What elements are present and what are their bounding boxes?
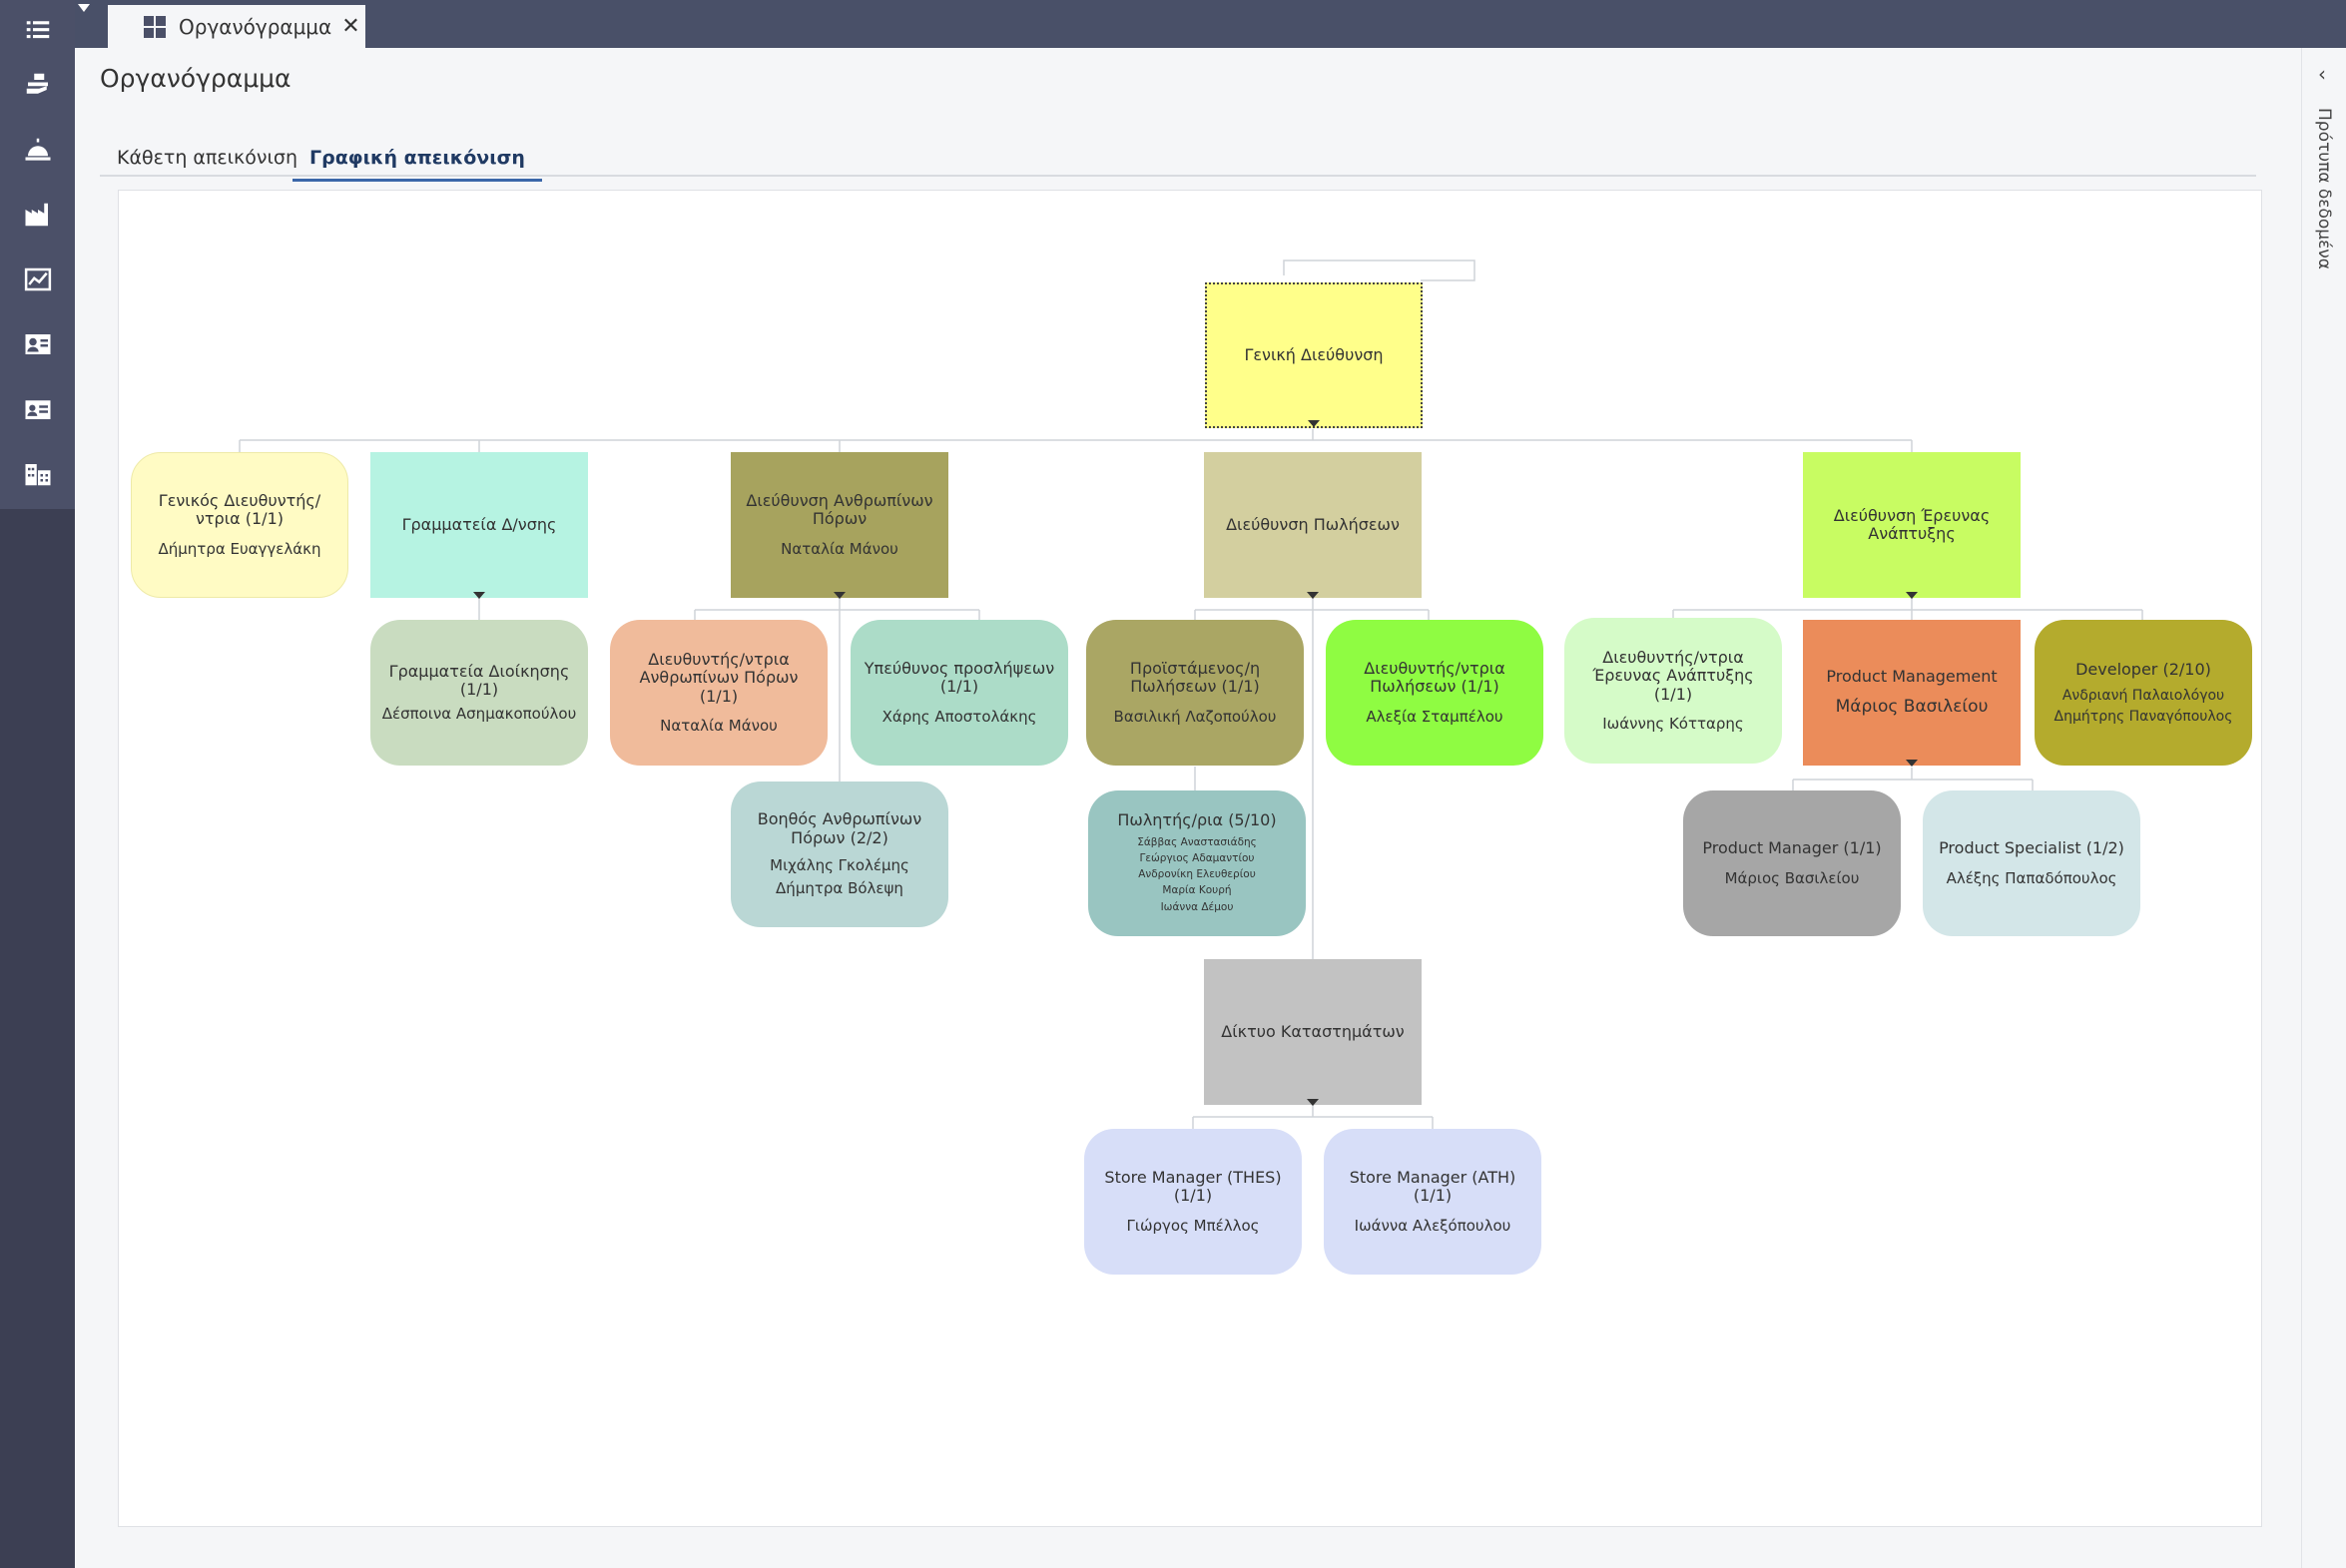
user-card-icon[interactable] (0, 314, 75, 374)
node-title: Διευθυντής/ντρια Έρευνας Ανάπτυξης (1/1) (1592, 647, 1754, 704)
node-title: Διεύθυνση Ανθρωπίνων Πόρων (746, 490, 933, 529)
dashboard-icon (144, 15, 166, 38)
left-navigation-empty (0, 509, 75, 1568)
node-person: Μάριος Βασιλείου (1835, 697, 1989, 718)
node-person: Δήμητρα Ευαγγελάκη (158, 539, 321, 558)
chevron-left-icon[interactable]: ‹ (2318, 62, 2326, 86)
node-person: Γεώργιος Αδαμαντίου (1139, 851, 1255, 864)
factory-icon[interactable] (0, 185, 75, 245)
node-title: Διευθυντής/ντρια Πωλήσεων (1/1) (1364, 658, 1505, 697)
org-node-store-manager-thes[interactable]: Store Manager (THES) (1/1) Γιώργος Μπέλλ… (1084, 1129, 1302, 1275)
node-title: Δίκτυο Καταστημάτων (1221, 1021, 1405, 1041)
org-node-general-director[interactable]: Γενικός Διευθυντής/ντρια (1/1) Δήμητρα Ε… (131, 452, 348, 598)
org-node-salesperson[interactable]: Πωλητής/ρια (5/10) Σάββας Αναστασιάδης Γ… (1088, 790, 1306, 936)
node-person: Βασιλική Λαζοπούλου (1113, 707, 1277, 726)
expand-arrow-icon[interactable] (834, 592, 846, 599)
node-person: Αλέξης Παπαδόπουλος (1946, 868, 2117, 887)
org-node-general-management[interactable]: Γενική Διεύθυνση (1205, 282, 1423, 428)
org-chart-canvas[interactable]: Γενική Διεύθυνση Γενικός Διευθυντής/ντρι… (118, 190, 2262, 1527)
node-person: Αλεξία Σταμπέλου (1366, 707, 1503, 726)
service-bell-icon[interactable] (0, 120, 75, 180)
document-tab-label: Οργανόγραμμα (179, 14, 332, 39)
expand-arrow-icon[interactable] (1308, 420, 1320, 427)
node-title: Product Management (1826, 667, 1998, 687)
node-person: Ναταλία Μάνου (781, 539, 898, 558)
left-navigation (0, 0, 75, 1568)
document-tab[interactable]: Οργανόγραμμα ✕ (108, 5, 365, 48)
node-title: Υπεύθυνος προσλήψεων (1/1) (864, 658, 1055, 697)
node-person: Δήμητρα Βόλεψη (776, 879, 903, 898)
node-title: Store Manager (ATH) (1/1) (1349, 1167, 1516, 1206)
org-node-hr-direction[interactable]: Διεύθυνση Ανθρωπίνων Πόρων Ναταλία Μάνου (731, 452, 948, 599)
node-title: Γραμματεία Δ/νσης (401, 514, 557, 534)
org-node-store-network[interactable]: Δίκτυο Καταστημάτων (1204, 959, 1422, 1106)
right-side-panel[interactable]: ‹ Πρότυπα δεδομένα (2301, 48, 2346, 1568)
node-title: Διευθυντής/ντρια Ανθρωπίνων Πόρων (1/1) (639, 649, 799, 706)
node-title: Store Manager (THES) (1/1) (1104, 1167, 1282, 1206)
node-person: Ιωάννης Κότταρης (1602, 714, 1744, 733)
org-node-rd-director[interactable]: Διευθυντής/ντρια Έρευνας Ανάπτυξης (1/1)… (1564, 618, 1782, 764)
node-title: Γενικός Διευθυντής/ντρια (1/1) (158, 490, 321, 529)
node-person: Δημήτρης Παναγόπουλος (2053, 708, 2233, 725)
org-node-sales-supervisor[interactable]: Προϊστάμενος/η Πωλήσεων (1/1) Βασιλική Λ… (1086, 620, 1304, 766)
expand-arrow-icon[interactable] (1906, 592, 1918, 599)
expand-arrow-icon[interactable] (1307, 592, 1319, 599)
page-title: Οργανόγραμμα (100, 64, 292, 93)
node-title: Διεύθυνση Έρευνας Ανάπτυξης (1833, 505, 1991, 543)
org-node-sales-director[interactable]: Διευθυντής/ντρια Πωλήσεων (1/1) Αλεξία Σ… (1326, 620, 1543, 766)
node-person: Ανδρονίκη Ελευθερίου (1138, 868, 1256, 881)
node-title: Πωλητής/ρια (5/10) (1117, 810, 1277, 830)
org-node-secretariat-direction[interactable]: Γραμματεία Δ/νσης (370, 452, 588, 599)
list-icon[interactable] (0, 0, 75, 60)
expand-arrow-icon[interactable] (473, 592, 485, 599)
node-title: Προϊστάμενος/η Πωλήσεων (1/1) (1129, 658, 1261, 697)
node-person: Ανδριανή Παλαιολόγου (2061, 687, 2225, 704)
node-title: Γενική Διεύθυνση (1244, 344, 1384, 364)
node-person: Μαρία Κουρή (1162, 884, 1232, 897)
node-person: Χάρης Αποστολάκης (881, 707, 1037, 726)
contact-card-icon[interactable] (0, 379, 75, 439)
view-tabs: Κάθετη απεικόνιση Γραφική απεικόνιση (100, 143, 2256, 223)
node-person: Μάριος Βασιλείου (1724, 868, 1860, 887)
org-node-hr-director[interactable]: Διευθυντής/ντρια Ανθρωπίνων Πόρων (1/1) … (610, 620, 828, 766)
node-person: Ιωάννα Αλεξόπουλου (1354, 1216, 1511, 1235)
node-person: Δέσποινα Ασημακοπούλου (381, 704, 577, 723)
hand-tray-icon[interactable] (0, 55, 75, 115)
org-node-product-management[interactable]: Product Management Μάριος Βασιλείου (1803, 620, 2021, 767)
org-node-hr-assistant[interactable]: Βοηθός Ανθρωπίνων Πόρων (2/2) Μιχάλης Γκ… (731, 782, 948, 927)
buildings-icon[interactable] (0, 444, 75, 504)
tab-bar (75, 0, 2346, 48)
node-person: Ναταλία Μάνου (660, 716, 778, 735)
org-node-developer[interactable]: Developer (2/10) Ανδριανή Παλαιολόγου Δη… (2035, 620, 2252, 766)
node-person: Ιωάννα Δέμου (1160, 900, 1234, 913)
close-icon[interactable]: ✕ (341, 14, 360, 39)
node-title: Developer (2/10) (2075, 660, 2211, 680)
node-person: Μιχάλης Γκολέμης (770, 856, 909, 875)
node-title: Διεύθυνση Πωλήσεων (1226, 514, 1400, 534)
org-node-rd-direction[interactable]: Διεύθυνση Έρευνας Ανάπτυξης (1803, 452, 2021, 599)
node-title: Product Specialist (1/2) (1939, 838, 2124, 858)
org-node-product-manager[interactable]: Product Manager (1/1) Μάριος Βασιλείου (1683, 790, 1901, 936)
org-node-product-specialist[interactable]: Product Specialist (1/2) Αλέξης Παπαδόπο… (1923, 790, 2140, 936)
org-node-store-manager-ath[interactable]: Store Manager (ATH) (1/1) Ιωάννα Αλεξόπο… (1324, 1129, 1541, 1275)
chart-icon[interactable] (0, 250, 75, 309)
node-title: Product Manager (1/1) (1702, 838, 1882, 858)
expand-arrow-icon[interactable] (1307, 1099, 1319, 1106)
node-title: Βοηθός Ανθρωπίνων Πόρων (2/2) (757, 809, 922, 847)
tab-vertical-view[interactable]: Κάθετη απεικόνιση (117, 147, 298, 169)
org-node-recruitment-lead[interactable]: Υπεύθυνος προσλήψεων (1/1) Χάρης Αποστολ… (851, 620, 1068, 766)
node-title: Γραμματεία Διοίκησης (1/1) (388, 661, 570, 700)
node-person: Σάββας Αναστασιάδης (1137, 835, 1257, 848)
tabs-divider (100, 175, 2256, 177)
org-chart-connectors (239, 260, 2143, 1129)
org-node-sales-direction[interactable]: Διεύθυνση Πωλήσεων (1204, 452, 1422, 599)
node-person: Γιώργος Μπέλλος (1126, 1216, 1260, 1235)
expand-arrow-icon[interactable] (1906, 760, 1918, 767)
tab-graphic-view[interactable]: Γραφική απεικόνιση (293, 143, 542, 182)
org-node-admin-secretariat[interactable]: Γραμματεία Διοίκησης (1/1) Δέσποινα Ασημ… (370, 620, 588, 766)
chevron-down-icon[interactable] (78, 4, 90, 12)
right-panel-label[interactable]: Πρότυπα δεδομένα (2314, 108, 2334, 269)
